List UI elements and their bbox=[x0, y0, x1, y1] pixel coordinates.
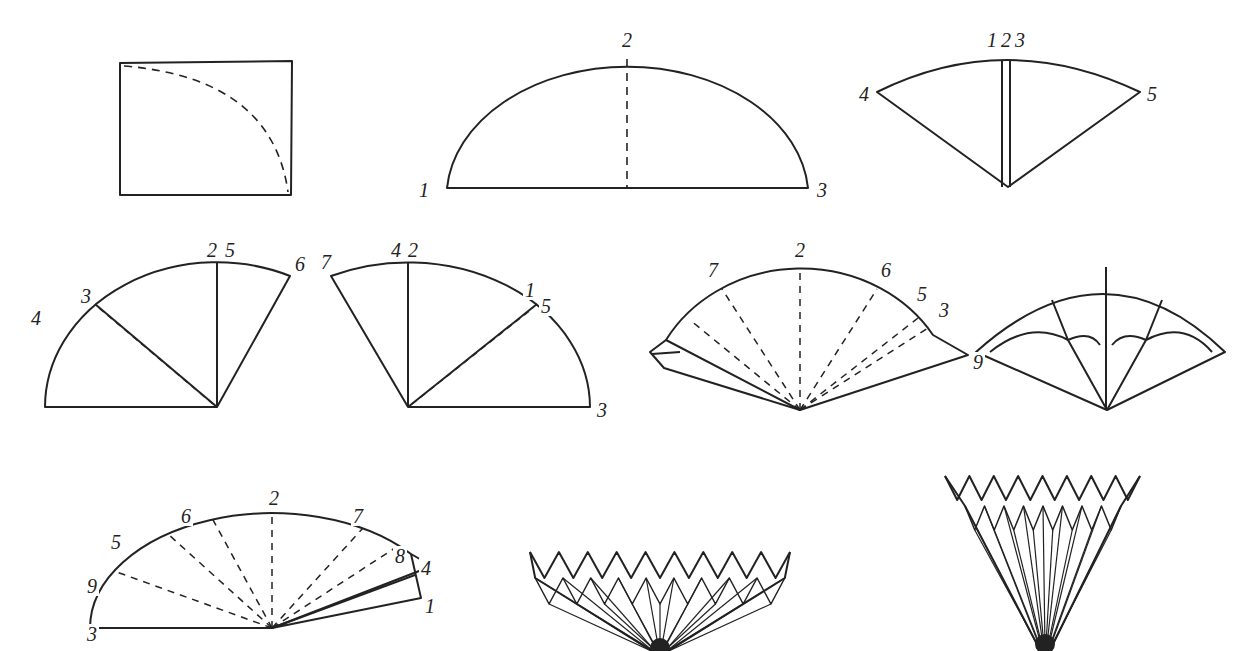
pleat-stroke bbox=[1049, 530, 1092, 648]
callout-number: 2 bbox=[793, 240, 807, 260]
callout-number: 5 bbox=[1145, 84, 1159, 104]
callout-number: 3 bbox=[937, 300, 951, 320]
fan-base bbox=[1036, 635, 1054, 651]
callout-number: 2 bbox=[205, 240, 219, 260]
fold-step-pleats bbox=[650, 269, 968, 410]
callout-number: 5 bbox=[539, 296, 553, 316]
callout-number: 2 bbox=[620, 30, 634, 50]
callout-number: 7 bbox=[706, 260, 720, 280]
pleat-stroke bbox=[1047, 506, 1063, 648]
folded-fan-shape bbox=[976, 267, 1225, 410]
pleated-fan bbox=[530, 552, 790, 651]
callout-number: 9 bbox=[85, 576, 99, 596]
callout-number: 6 bbox=[879, 260, 893, 280]
callout-number: 3 bbox=[815, 180, 829, 200]
pleat-stroke bbox=[591, 578, 656, 651]
fold-step-right bbox=[331, 262, 590, 407]
callout-number: 7 bbox=[319, 252, 333, 272]
callout-number: 6 bbox=[293, 254, 307, 274]
callout-number: 3 bbox=[79, 286, 93, 306]
callout-number: 4 bbox=[389, 240, 403, 260]
folded-sector bbox=[877, 60, 1140, 187]
callout-number: 5 bbox=[223, 240, 237, 260]
callout-number: 3 bbox=[595, 400, 609, 420]
callout-number: 7 bbox=[351, 506, 365, 526]
callout-number: 5 bbox=[915, 284, 929, 304]
pleat-stroke bbox=[563, 578, 654, 651]
callout-number: 4 bbox=[857, 84, 871, 104]
pleat-stroke bbox=[666, 552, 790, 651]
fan-base bbox=[651, 639, 669, 651]
semicircle bbox=[447, 59, 808, 188]
callout-number: 4 bbox=[419, 558, 433, 578]
pleat-stroke bbox=[1051, 476, 1140, 648]
fold-step-sector bbox=[90, 513, 432, 628]
pleat-stroke bbox=[945, 476, 1140, 500]
callout-number: 1 bbox=[985, 30, 999, 50]
fold-step-left bbox=[45, 262, 290, 407]
pleat-stroke bbox=[1024, 506, 1044, 648]
pleat-stroke bbox=[1048, 506, 1082, 648]
pleat-stroke bbox=[530, 552, 790, 578]
pleat-stroke bbox=[535, 578, 785, 604]
pleat-stroke bbox=[666, 604, 771, 651]
pleat-stroke bbox=[1004, 506, 1042, 648]
pleated-cup bbox=[945, 476, 1140, 651]
paper-square bbox=[120, 61, 292, 195]
pleat-stroke bbox=[1050, 506, 1102, 648]
callout-number: 2 bbox=[267, 488, 281, 508]
pleat-stroke bbox=[618, 578, 657, 651]
pleat-stroke bbox=[985, 506, 1041, 648]
callout-number: 8 bbox=[393, 546, 407, 566]
pleat-stroke bbox=[530, 552, 654, 651]
callout-number: 9 bbox=[971, 352, 985, 372]
pleat-stroke bbox=[605, 604, 657, 651]
callout-number: 1 bbox=[523, 280, 537, 300]
pleat-stroke bbox=[549, 604, 654, 651]
callout-number: 5 bbox=[109, 532, 123, 552]
callout-number: 2 bbox=[406, 240, 420, 260]
callout-number: 3 bbox=[85, 624, 99, 644]
pleat-stroke bbox=[945, 476, 1039, 648]
pleat-stroke bbox=[664, 578, 729, 651]
callout-number: 4 bbox=[29, 308, 43, 328]
pleat-stroke bbox=[1043, 506, 1045, 648]
pleat-stroke bbox=[666, 578, 757, 651]
pleat-stroke bbox=[1033, 530, 1044, 648]
callout-number: 1 bbox=[417, 180, 431, 200]
callout-number: 2 bbox=[999, 30, 1013, 50]
pleat-stroke bbox=[662, 578, 701, 651]
callout-number: 1 bbox=[423, 596, 437, 616]
callout-number: 6 bbox=[179, 506, 193, 526]
callout-number: 3 bbox=[1013, 30, 1027, 50]
